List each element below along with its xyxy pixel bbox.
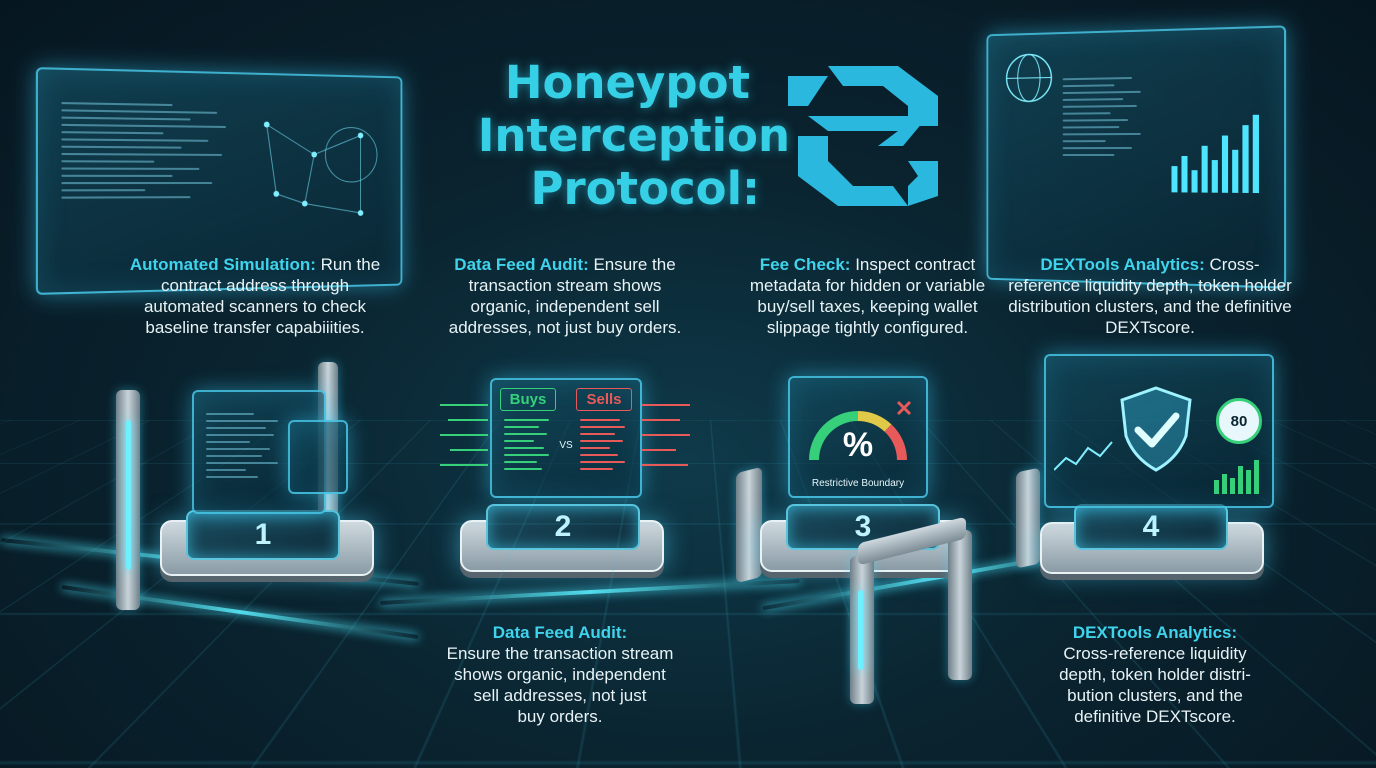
page-title: Honeypot Interception Protocol: xyxy=(470,56,790,215)
step-4-text: DEXTools Analytics: Cross-reference liqu… xyxy=(1005,254,1295,338)
hologram-code-panel-left xyxy=(35,67,403,295)
step-3-number: 3 xyxy=(854,510,872,543)
title-line-1: Honeypot xyxy=(504,56,750,109)
station-2-pad: 2 xyxy=(486,504,640,550)
title-line-2: Interception xyxy=(477,109,790,162)
restrictive-boundary-caption: Restrictive Boundary xyxy=(811,478,905,489)
station-4-pad: 4 xyxy=(1074,504,1228,550)
hexagon-z-logo-icon xyxy=(788,66,938,206)
gate-pillar xyxy=(948,530,972,680)
gate-light xyxy=(858,590,863,670)
sells-label: Sells xyxy=(576,388,632,411)
dextscore-badge: 80 xyxy=(1216,398,1262,444)
step-3-text: Fee Check: Inspect contract metadata for… xyxy=(725,254,1010,338)
fee-gauge-screen: % Restrictive Boundary xyxy=(788,376,928,498)
bottom-caption-dextools-heading: DEXTools Analytics: xyxy=(1072,623,1238,642)
step-2-body: Ensure the transaction stream shows orga… xyxy=(448,255,682,337)
gate-light xyxy=(126,420,131,570)
network-graph-icon xyxy=(263,121,387,216)
title-line-3: Protocol: xyxy=(530,162,760,215)
gate-pillar xyxy=(1016,467,1040,569)
bottom-caption-dextools-line: definitive DEXTscore. xyxy=(1074,707,1236,726)
step-4-number: 4 xyxy=(1142,510,1160,543)
buys-label: Buys xyxy=(500,388,556,411)
bottom-caption-data-feed-line: buy orders. xyxy=(517,707,603,726)
gate-pillar xyxy=(736,466,762,584)
buy-stream-lines xyxy=(440,404,488,466)
station-1-pad: 1 xyxy=(186,510,340,560)
buys-sells-screen: Buys VS Sells xyxy=(490,378,642,498)
trend-line-icon xyxy=(1054,441,1113,471)
percent-symbol: % xyxy=(842,426,874,464)
bottom-caption-data-feed: Data Feed Audit: Ensure the transaction … xyxy=(420,622,700,727)
step-2-text: Data Feed Audit: Ensure the transaction … xyxy=(440,254,690,338)
step-4-body: Cross-reference liquidity depth, token h… xyxy=(1008,255,1292,337)
buys-column: Buys xyxy=(500,388,556,486)
station-1-side-screen xyxy=(288,420,348,494)
bottom-caption-data-feed-heading: Data Feed Audit: xyxy=(492,623,628,642)
dextscore-value: 80 xyxy=(1230,412,1248,430)
bottom-caption-data-feed-line: sell addresses, not just xyxy=(473,686,647,705)
bottom-caption-dextools-line: Cross-reference liquidity xyxy=(1063,644,1247,663)
step-1-heading: Automated Simulation: xyxy=(129,255,316,274)
bottom-caption-data-feed-line: Ensure the transaction stream xyxy=(446,644,674,663)
bottom-caption-data-feed-line: shows organic, independent xyxy=(454,665,666,684)
step-3-heading: Fee Check: xyxy=(759,255,851,274)
hologram-analytics-panel-right xyxy=(986,25,1287,289)
step-2-number: 2 xyxy=(554,510,572,543)
step-3-body: Inspect contract metadata for hidden or … xyxy=(749,255,986,337)
step-4-heading: DEXTools Analytics: xyxy=(1040,255,1205,274)
bottom-caption-dextools: DEXTools Analytics: Cross-reference liqu… xyxy=(1040,622,1270,727)
globe-network-icon xyxy=(1001,48,1057,108)
step-1-text: Automated Simulation: Run the contract a… xyxy=(120,254,390,338)
vs-label: VS xyxy=(559,440,573,451)
gauge-icon xyxy=(809,400,912,461)
dextools-screen: 80 xyxy=(1044,354,1274,508)
bottom-caption-dextools-line: bution clusters, and the xyxy=(1067,686,1243,705)
bottom-caption-dextools-line: depth, token holder distri- xyxy=(1059,665,1251,684)
step-1-body: Run the contract address through automat… xyxy=(143,255,381,337)
bar-chart-icon xyxy=(1171,114,1259,194)
step-1-number: 1 xyxy=(254,518,272,551)
step-2-heading: Data Feed Audit: xyxy=(454,255,589,274)
sell-stream-lines xyxy=(642,404,690,466)
sells-column: Sells xyxy=(576,388,632,486)
shield-check-icon xyxy=(1120,386,1192,472)
mini-bar-chart-icon xyxy=(1214,460,1259,494)
